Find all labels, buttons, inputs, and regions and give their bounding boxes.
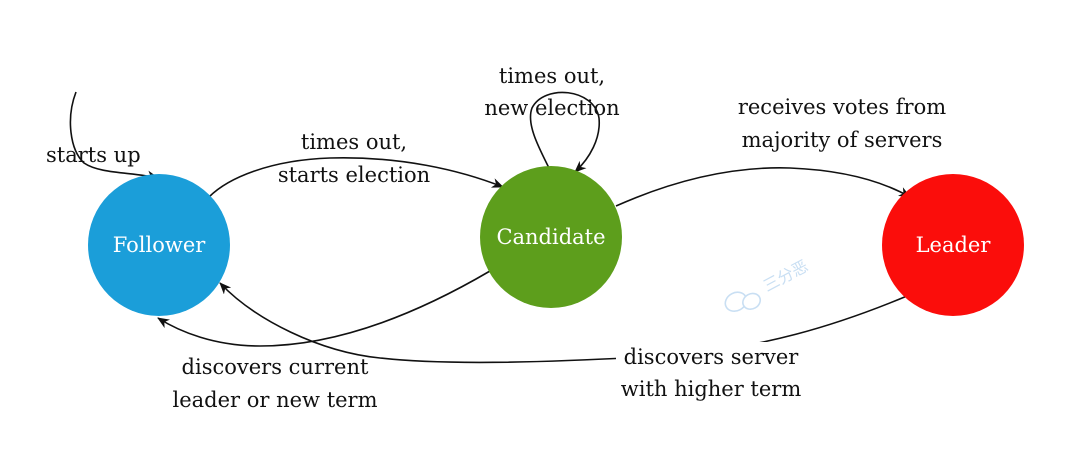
label-leader-to-follower-line-1: discovers server (624, 345, 800, 369)
label-to-leader-line-2: majority of servers (742, 128, 943, 152)
leader-circle (882, 174, 1024, 316)
edge-candidate-to-leader (615, 167, 911, 207)
state-leader: Leader (882, 174, 1024, 316)
candidate-circle (480, 166, 622, 308)
edge-candidate-to-follower (157, 270, 491, 347)
label-re-election-line-1: times out, (499, 64, 605, 88)
edge-candidate-self-loop (529, 91, 600, 173)
label-leader-to-follower-backdrop (616, 342, 812, 404)
label-candidate-to-follower-line-2: leader or new term (172, 388, 377, 412)
label-to-leader-line-1: receives votes from (738, 95, 946, 119)
label-candidate-to-follower-line-1: discovers current (182, 355, 369, 379)
watermark-text: 三分恶 (760, 256, 811, 295)
edge-leader-to-follower (219, 282, 908, 364)
wechat-icon (724, 291, 762, 312)
label-leader-to-follower-line-2: with higher term (621, 377, 802, 401)
label-to-candidate-line-1: times out, (301, 130, 407, 154)
state-follower: Follower (88, 174, 230, 316)
start-arrow (69, 91, 159, 181)
state-candidate: Candidate (480, 166, 622, 308)
watermark: 三分恶 (724, 256, 811, 312)
label-starts-up: starts up (46, 143, 141, 167)
label-re-election-line-2: new election (484, 96, 619, 120)
leader-label: Leader (916, 233, 992, 257)
candidate-label: Candidate (496, 225, 605, 249)
edge-follower-to-candidate (208, 157, 504, 198)
follower-circle (88, 174, 230, 316)
label-to-candidate-line-2: starts election (278, 163, 430, 187)
follower-label: Follower (113, 233, 207, 257)
